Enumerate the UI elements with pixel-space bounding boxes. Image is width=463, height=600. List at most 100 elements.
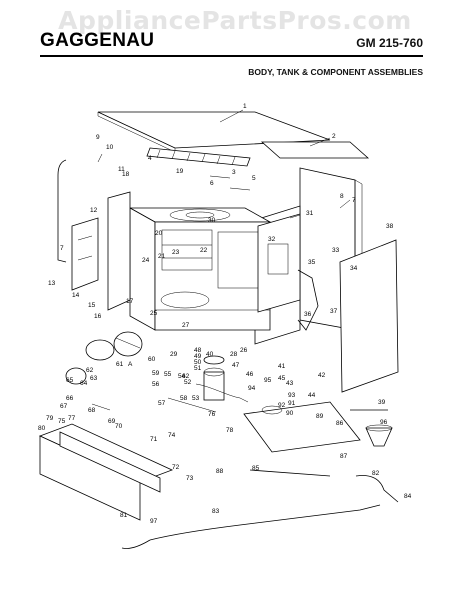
callout-34: 34	[350, 265, 358, 272]
callout-84: 84	[404, 493, 412, 500]
callout-45: 45	[278, 375, 286, 382]
wiring-harness	[195, 383, 249, 403]
callout-97: 97	[150, 518, 158, 525]
callout-51: 51	[194, 365, 202, 372]
callout-86: 86	[336, 420, 344, 427]
callout-47: 47	[232, 362, 240, 369]
callout-66: 66	[66, 395, 74, 402]
callout-68: 68	[88, 407, 96, 414]
callout-95: 95	[264, 377, 272, 384]
drain-pump	[65, 367, 87, 385]
callout-90: 90	[286, 410, 294, 417]
callout-18: 18	[122, 171, 130, 178]
base-grille	[59, 431, 161, 493]
left-side-panel	[107, 191, 131, 311]
callout-11: 11	[118, 166, 125, 173]
left-hinge-bracket	[71, 217, 99, 291]
callout-81: 81	[120, 512, 128, 519]
callout-27: 27	[182, 322, 190, 329]
drain-hose	[121, 539, 151, 549]
callout-36: 36	[304, 311, 312, 318]
callout-6: 6	[210, 180, 214, 187]
callout-15: 15	[88, 302, 96, 309]
callout-89: 89	[316, 413, 324, 420]
callout-2: 2	[332, 133, 336, 140]
callout-41: 41	[278, 363, 286, 370]
callout-14: 14	[72, 292, 80, 299]
callout-63: 63	[90, 375, 98, 382]
door-panel	[257, 213, 301, 313]
callout-7b: 7	[60, 245, 64, 252]
callout-5: 5	[252, 175, 256, 182]
callout-38: 38	[386, 223, 394, 230]
callout-58: 58	[180, 395, 188, 402]
callout-22: 22	[200, 247, 208, 254]
callout-40: 40	[206, 351, 214, 358]
callout-67: 67	[60, 403, 68, 410]
callout-25: 25	[150, 310, 158, 317]
callout-46: 46	[246, 371, 254, 378]
inlet-hose	[355, 475, 399, 503]
callout-62: 62	[86, 367, 94, 374]
brand-logo: GAGGENAU	[40, 30, 155, 51]
hinge-arm	[297, 269, 319, 331]
heater-rod	[249, 469, 331, 477]
diagram-title: BODY, TANK & COMPONENT ASSEMBLIES	[248, 67, 423, 77]
callout-62b: 62	[182, 373, 190, 380]
callout-23: 23	[172, 249, 180, 256]
door-frame	[57, 159, 67, 263]
tank-body	[128, 207, 272, 331]
callout-83: 83	[212, 508, 220, 515]
callout-94: 94	[248, 385, 256, 392]
callout-70: 70	[115, 423, 123, 430]
callout-44: 44	[308, 392, 316, 399]
callout-69: 69	[108, 418, 116, 425]
callout-65: 65	[66, 377, 74, 384]
callout-60: 60	[148, 356, 156, 363]
leader-lines	[97, 109, 351, 219]
callout-13: 13	[48, 280, 56, 287]
callout-21: 21	[158, 253, 166, 260]
callout-4: 4	[148, 155, 152, 162]
callout-82: 82	[372, 470, 380, 477]
rear-right-panel	[339, 239, 399, 393]
callout-35: 35	[308, 259, 316, 266]
header-divider	[40, 55, 423, 57]
callout-71: 71	[150, 436, 158, 443]
top-strip	[260, 141, 370, 159]
callout-48: 48	[194, 347, 202, 354]
callout-26: 26	[240, 347, 248, 354]
callout-7: 7	[352, 197, 356, 204]
callout-59: 59	[152, 370, 160, 377]
callout-57: 57	[158, 400, 166, 407]
callout-20: 20	[155, 230, 163, 237]
callout-17: 17	[126, 298, 134, 305]
wash-pump-motor	[85, 331, 143, 361]
callout-labels: 1 2 3 4 5 6 7 7 8 9 10 11 12 13 14 15 16…	[38, 103, 412, 525]
callout-93: 93	[288, 392, 296, 399]
callout-77: 77	[68, 415, 76, 422]
heater-tray	[243, 401, 361, 453]
callout-64: 64	[80, 380, 88, 387]
callout-75: 75	[58, 418, 66, 425]
callout-24: 24	[142, 257, 150, 264]
callout-91: 91	[288, 400, 296, 407]
callout-29: 29	[170, 351, 178, 358]
callout-85: 85	[252, 465, 260, 472]
callout-73: 73	[186, 475, 194, 482]
callout-87: 87	[340, 453, 348, 460]
callout-30: 30	[208, 217, 216, 224]
callout-32: 32	[268, 236, 276, 243]
callout-96: 96	[380, 419, 388, 426]
callout-49: 49	[194, 353, 202, 360]
vent-grille	[146, 147, 251, 167]
callout-92: 92	[278, 402, 286, 409]
callout-43: 43	[286, 380, 294, 387]
callout-53: 53	[192, 395, 200, 402]
callout-3: 3	[232, 169, 236, 176]
callout-78: 78	[226, 427, 234, 434]
callout-37: 37	[330, 308, 338, 315]
callout-55: 55	[164, 371, 172, 378]
filter-cone	[365, 427, 393, 447]
